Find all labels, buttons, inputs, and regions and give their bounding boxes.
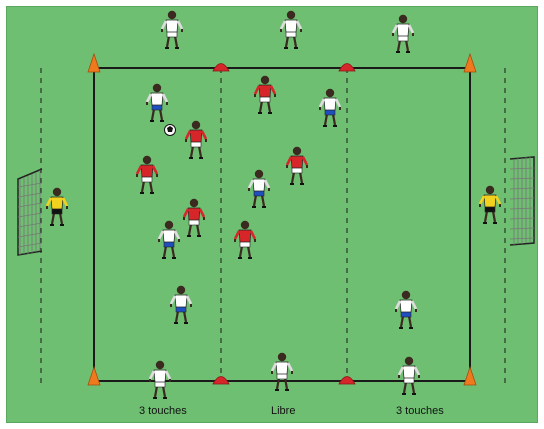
player-icon bbox=[249, 170, 269, 207]
player-icon bbox=[255, 76, 275, 113]
player-icon bbox=[320, 89, 340, 126]
cone-icon bbox=[213, 377, 229, 385]
cone-icon bbox=[88, 54, 100, 72]
goal-net-icon bbox=[18, 169, 42, 255]
player-icon bbox=[150, 361, 170, 398]
soccer-ball-icon bbox=[165, 125, 176, 136]
playing-area bbox=[94, 68, 470, 381]
zone-label-left: 3 touches bbox=[139, 405, 187, 417]
player-icon bbox=[184, 199, 204, 236]
player-icon bbox=[162, 11, 182, 48]
player-icon bbox=[399, 357, 419, 394]
zone-label-center: Libre bbox=[271, 405, 295, 417]
player-icon bbox=[272, 353, 292, 390]
cone-icon bbox=[88, 367, 100, 385]
cone-icon bbox=[464, 54, 476, 72]
player-icon bbox=[393, 15, 413, 52]
player-icon bbox=[235, 221, 255, 258]
player-icon bbox=[147, 84, 167, 121]
player-icon bbox=[186, 121, 206, 158]
player-icon bbox=[137, 156, 157, 193]
player-icon bbox=[396, 291, 416, 328]
player-icon bbox=[480, 186, 500, 223]
player-icon bbox=[287, 147, 307, 184]
player-icon bbox=[281, 11, 301, 48]
goal-net-icon bbox=[510, 157, 534, 245]
cone-icon bbox=[339, 377, 355, 385]
player-icon bbox=[159, 221, 179, 258]
player-icon bbox=[47, 188, 67, 225]
player-icon bbox=[171, 286, 191, 323]
zone-label-right: 3 touches bbox=[396, 405, 444, 417]
cone-icon bbox=[339, 64, 355, 72]
cone-icon bbox=[464, 367, 476, 385]
cone-icon bbox=[213, 64, 229, 72]
